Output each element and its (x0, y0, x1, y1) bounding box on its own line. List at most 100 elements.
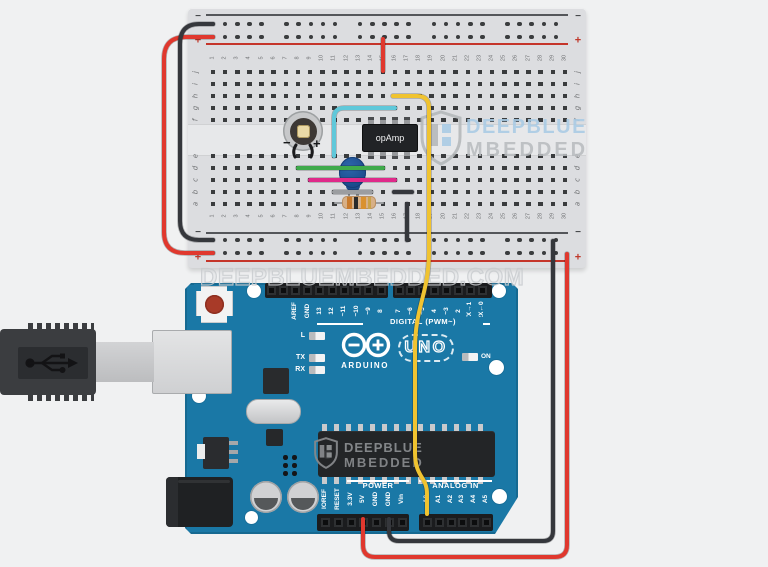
column-number: 16 (391, 54, 398, 62)
mcu-leg (321, 476, 327, 484)
grid-hole (210, 153, 216, 159)
rail-hole (222, 34, 228, 40)
grid-hole (283, 81, 289, 87)
column-number: 2 (221, 56, 228, 60)
rail-minus-symbol: − (195, 227, 201, 238)
column-number: 26 (512, 212, 519, 220)
grid-hole (332, 81, 337, 87)
header-pin-hole (329, 288, 335, 293)
grid-hole (234, 81, 240, 87)
grid-hole (356, 81, 361, 87)
grid-hole (380, 105, 386, 111)
rail-hole (505, 237, 510, 243)
rail-plus-symbol: + (194, 34, 202, 47)
column-number: 19 (427, 212, 434, 220)
rail-hole (296, 250, 302, 256)
rail-hole (284, 237, 289, 243)
grid-hole (465, 165, 471, 171)
rail-hole (443, 250, 449, 256)
grid-hole (247, 165, 252, 171)
grid-hole (514, 153, 519, 159)
digital-pin-label: ~11 (340, 305, 348, 317)
rail-hole (553, 250, 559, 256)
row-letter: c (573, 178, 582, 182)
grid-hole (514, 81, 519, 87)
grid-hole (465, 69, 471, 75)
grid-hole (453, 153, 459, 159)
grid-hole (441, 153, 446, 159)
rail-hole (222, 21, 228, 27)
column-number: 18 (415, 212, 422, 220)
grid-hole (247, 117, 252, 123)
row-letter: e (191, 153, 200, 159)
grid-hole (514, 69, 519, 75)
rail-hole (308, 34, 314, 40)
grid-hole (307, 201, 313, 207)
grid-hole (210, 117, 216, 123)
column-number: 22 (464, 54, 471, 62)
rail-hole (529, 250, 534, 256)
grid-hole (380, 81, 386, 87)
opamp-pin-tip (380, 156, 386, 159)
grid-hole (319, 189, 325, 195)
grid-hole (319, 153, 325, 159)
barrel-jack-face (166, 477, 178, 527)
rail-line (206, 260, 568, 262)
rail-hole (406, 34, 412, 40)
grid-hole (465, 81, 471, 87)
mcu-leg (321, 424, 327, 432)
smd-component (266, 429, 283, 446)
arduino-brand-label: ARDUINO (341, 361, 389, 370)
grid-hole (538, 153, 544, 159)
grid-hole (465, 189, 471, 195)
rail-hole (541, 250, 547, 256)
grid-hole (404, 105, 410, 111)
grid-hole (332, 105, 337, 111)
rail-hole (443, 34, 449, 40)
icsp-pin (283, 471, 288, 476)
grid-hole (514, 189, 519, 195)
grid-hole (295, 153, 301, 159)
grid-hole (392, 69, 398, 75)
grid-hole (356, 69, 361, 75)
on-led (462, 353, 478, 361)
rail-minus-symbol: − (575, 227, 581, 238)
grid-hole (404, 93, 410, 99)
grid-hole (465, 93, 471, 99)
mcu-leg (345, 424, 351, 432)
rail-hole (455, 34, 461, 40)
rail-hole (541, 21, 547, 27)
grid-hole (465, 177, 471, 183)
column-number: 13 (354, 54, 361, 62)
grid-hole (417, 201, 422, 207)
grid-hole (247, 153, 252, 159)
grid-hole (465, 153, 471, 159)
rail-hole (370, 34, 375, 40)
icsp-pin (283, 463, 288, 468)
grid-hole (514, 177, 519, 183)
grid-hole (271, 201, 276, 207)
opamp-pin-tip (404, 156, 410, 159)
electrolytic-capacitor (287, 481, 319, 513)
grid-hole (234, 201, 240, 207)
usb-plug-ridges-top (28, 323, 94, 330)
regulator-tab (197, 444, 205, 459)
digital-pin-label: 13 (315, 307, 323, 315)
rail-hole (284, 21, 289, 27)
grid-hole (222, 69, 228, 75)
analog-pin-label: A1 (434, 494, 442, 504)
row-letter: j (573, 71, 582, 73)
capacitor-marking (291, 498, 315, 510)
grid-hole (477, 165, 483, 171)
grid-hole (283, 69, 289, 75)
rail-hole (394, 250, 399, 256)
uno-model-badge: UNO (398, 334, 454, 362)
grid-hole (319, 105, 325, 111)
grid-hole (380, 177, 386, 183)
grid-hole (319, 201, 325, 207)
grid-hole (550, 201, 556, 207)
rail-hole (370, 21, 375, 27)
rail-hole (222, 250, 228, 256)
rail-hole (320, 21, 326, 27)
rail-line (206, 232, 568, 234)
